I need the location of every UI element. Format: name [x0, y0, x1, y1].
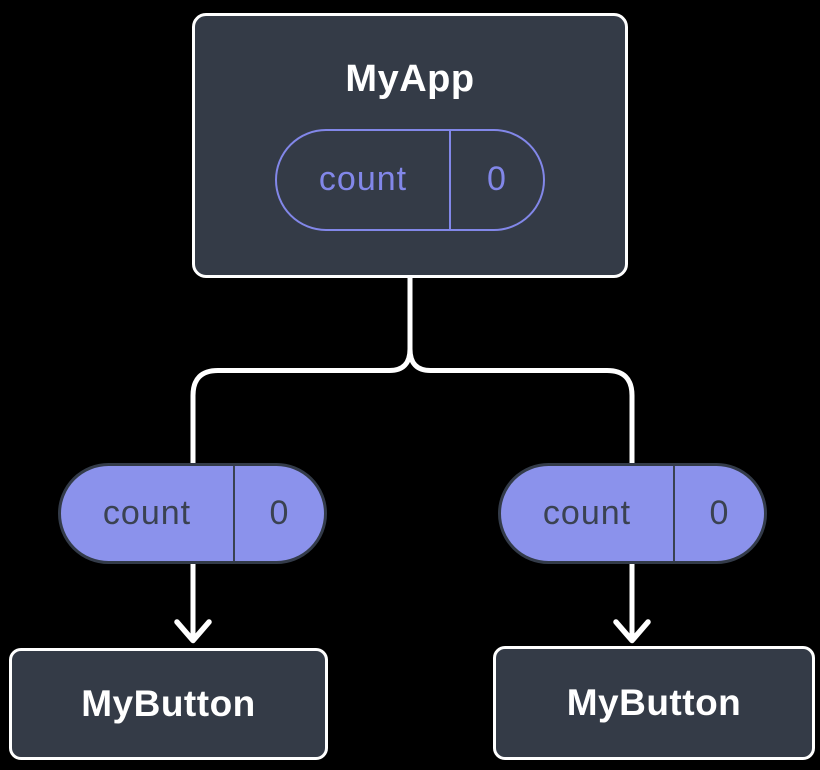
component-node-mybutton-left: MyButton [9, 648, 328, 760]
component-node-mybutton-right: MyButton [493, 646, 815, 760]
state-pill-label: count [277, 130, 451, 229]
component-node-myapp: MyApp count 0 [192, 13, 628, 278]
prop-pill-left: count 0 [58, 463, 327, 564]
prop-pill-right: count 0 [498, 463, 767, 564]
arrow-down-icon [613, 619, 651, 644]
component-title: MyButton [81, 682, 256, 724]
connector-left-branch [190, 275, 413, 641]
component-title: MyApp [345, 58, 475, 100]
connector-right-branch [407, 275, 635, 641]
state-pill: count 0 [275, 128, 545, 231]
arrow-down-icon [174, 619, 212, 644]
prop-pill-value: 0 [269, 494, 290, 532]
component-title: MyButton [566, 681, 742, 723]
prop-pill-label: count [501, 466, 675, 561]
prop-pill-label: count [61, 466, 235, 561]
state-pill-value: 0 [487, 160, 507, 199]
prop-pill-value: 0 [709, 494, 730, 532]
